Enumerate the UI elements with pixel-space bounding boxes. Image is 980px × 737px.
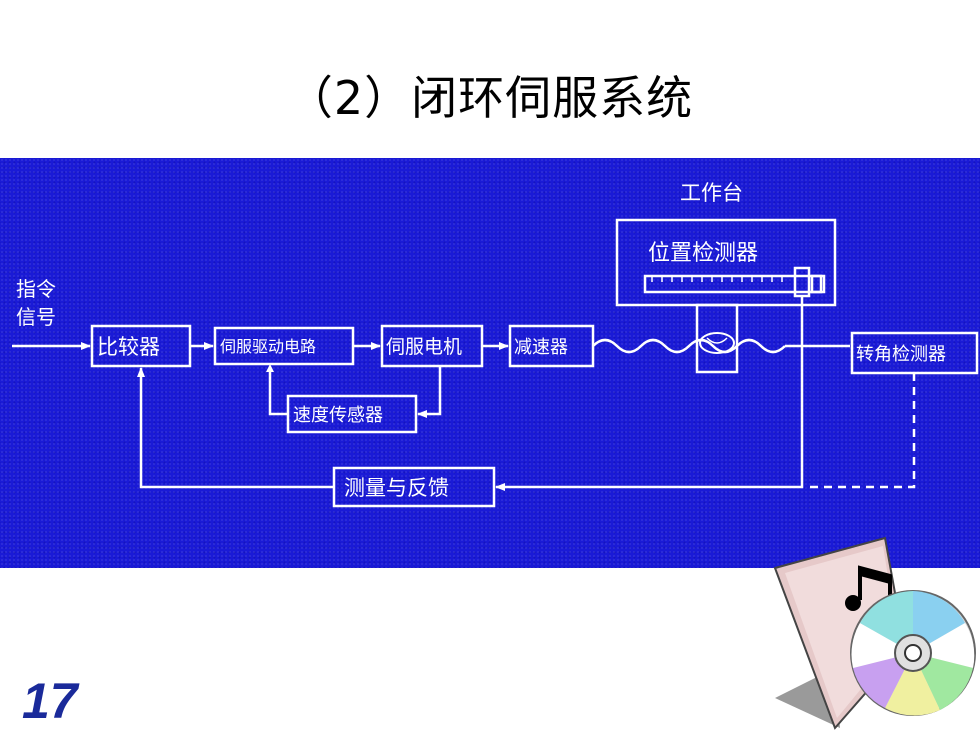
servo-drive-label: 伺服驱动电路 bbox=[220, 337, 316, 356]
comparator-label: 比较器 bbox=[97, 335, 160, 359]
reducer-label: 减速器 bbox=[514, 337, 568, 358]
cd-music-icon[interactable] bbox=[765, 528, 980, 737]
servo-motor-label: 伺服电机 bbox=[386, 336, 462, 358]
leadscrew-wave bbox=[592, 338, 786, 354]
angle-feedback-dashed bbox=[806, 373, 916, 489]
block-diagram-panel: 工作台 位置检测器 指令 信号 比较器 伺服驱动电路 伺服电机 减速器 转角检测… bbox=[0, 158, 980, 568]
worktable-label: 工作台 bbox=[680, 181, 743, 205]
input-label-line1: 指令 bbox=[16, 277, 56, 301]
leadscrew-nut bbox=[695, 303, 739, 374]
feedback-to-comparator bbox=[137, 367, 334, 489]
slide-title: （2）闭环伺服系统 bbox=[286, 71, 694, 125]
position-detector-label: 位置检测器 bbox=[648, 241, 758, 266]
page-number: 17 bbox=[22, 673, 78, 729]
block-diagram: 工作台 位置检测器 指令 信号 比较器 伺服驱动电路 伺服电机 减速器 转角检测… bbox=[12, 181, 979, 508]
speed-sensor-label: 速度传感器 bbox=[293, 405, 383, 426]
angle-detector-label: 转角检测器 bbox=[856, 344, 946, 365]
feedback-label: 测量与反馈 bbox=[344, 476, 449, 500]
scale-bar bbox=[643, 274, 823, 294]
position-feedback-line bbox=[495, 296, 804, 491]
input-label-line2: 信号 bbox=[16, 305, 56, 329]
